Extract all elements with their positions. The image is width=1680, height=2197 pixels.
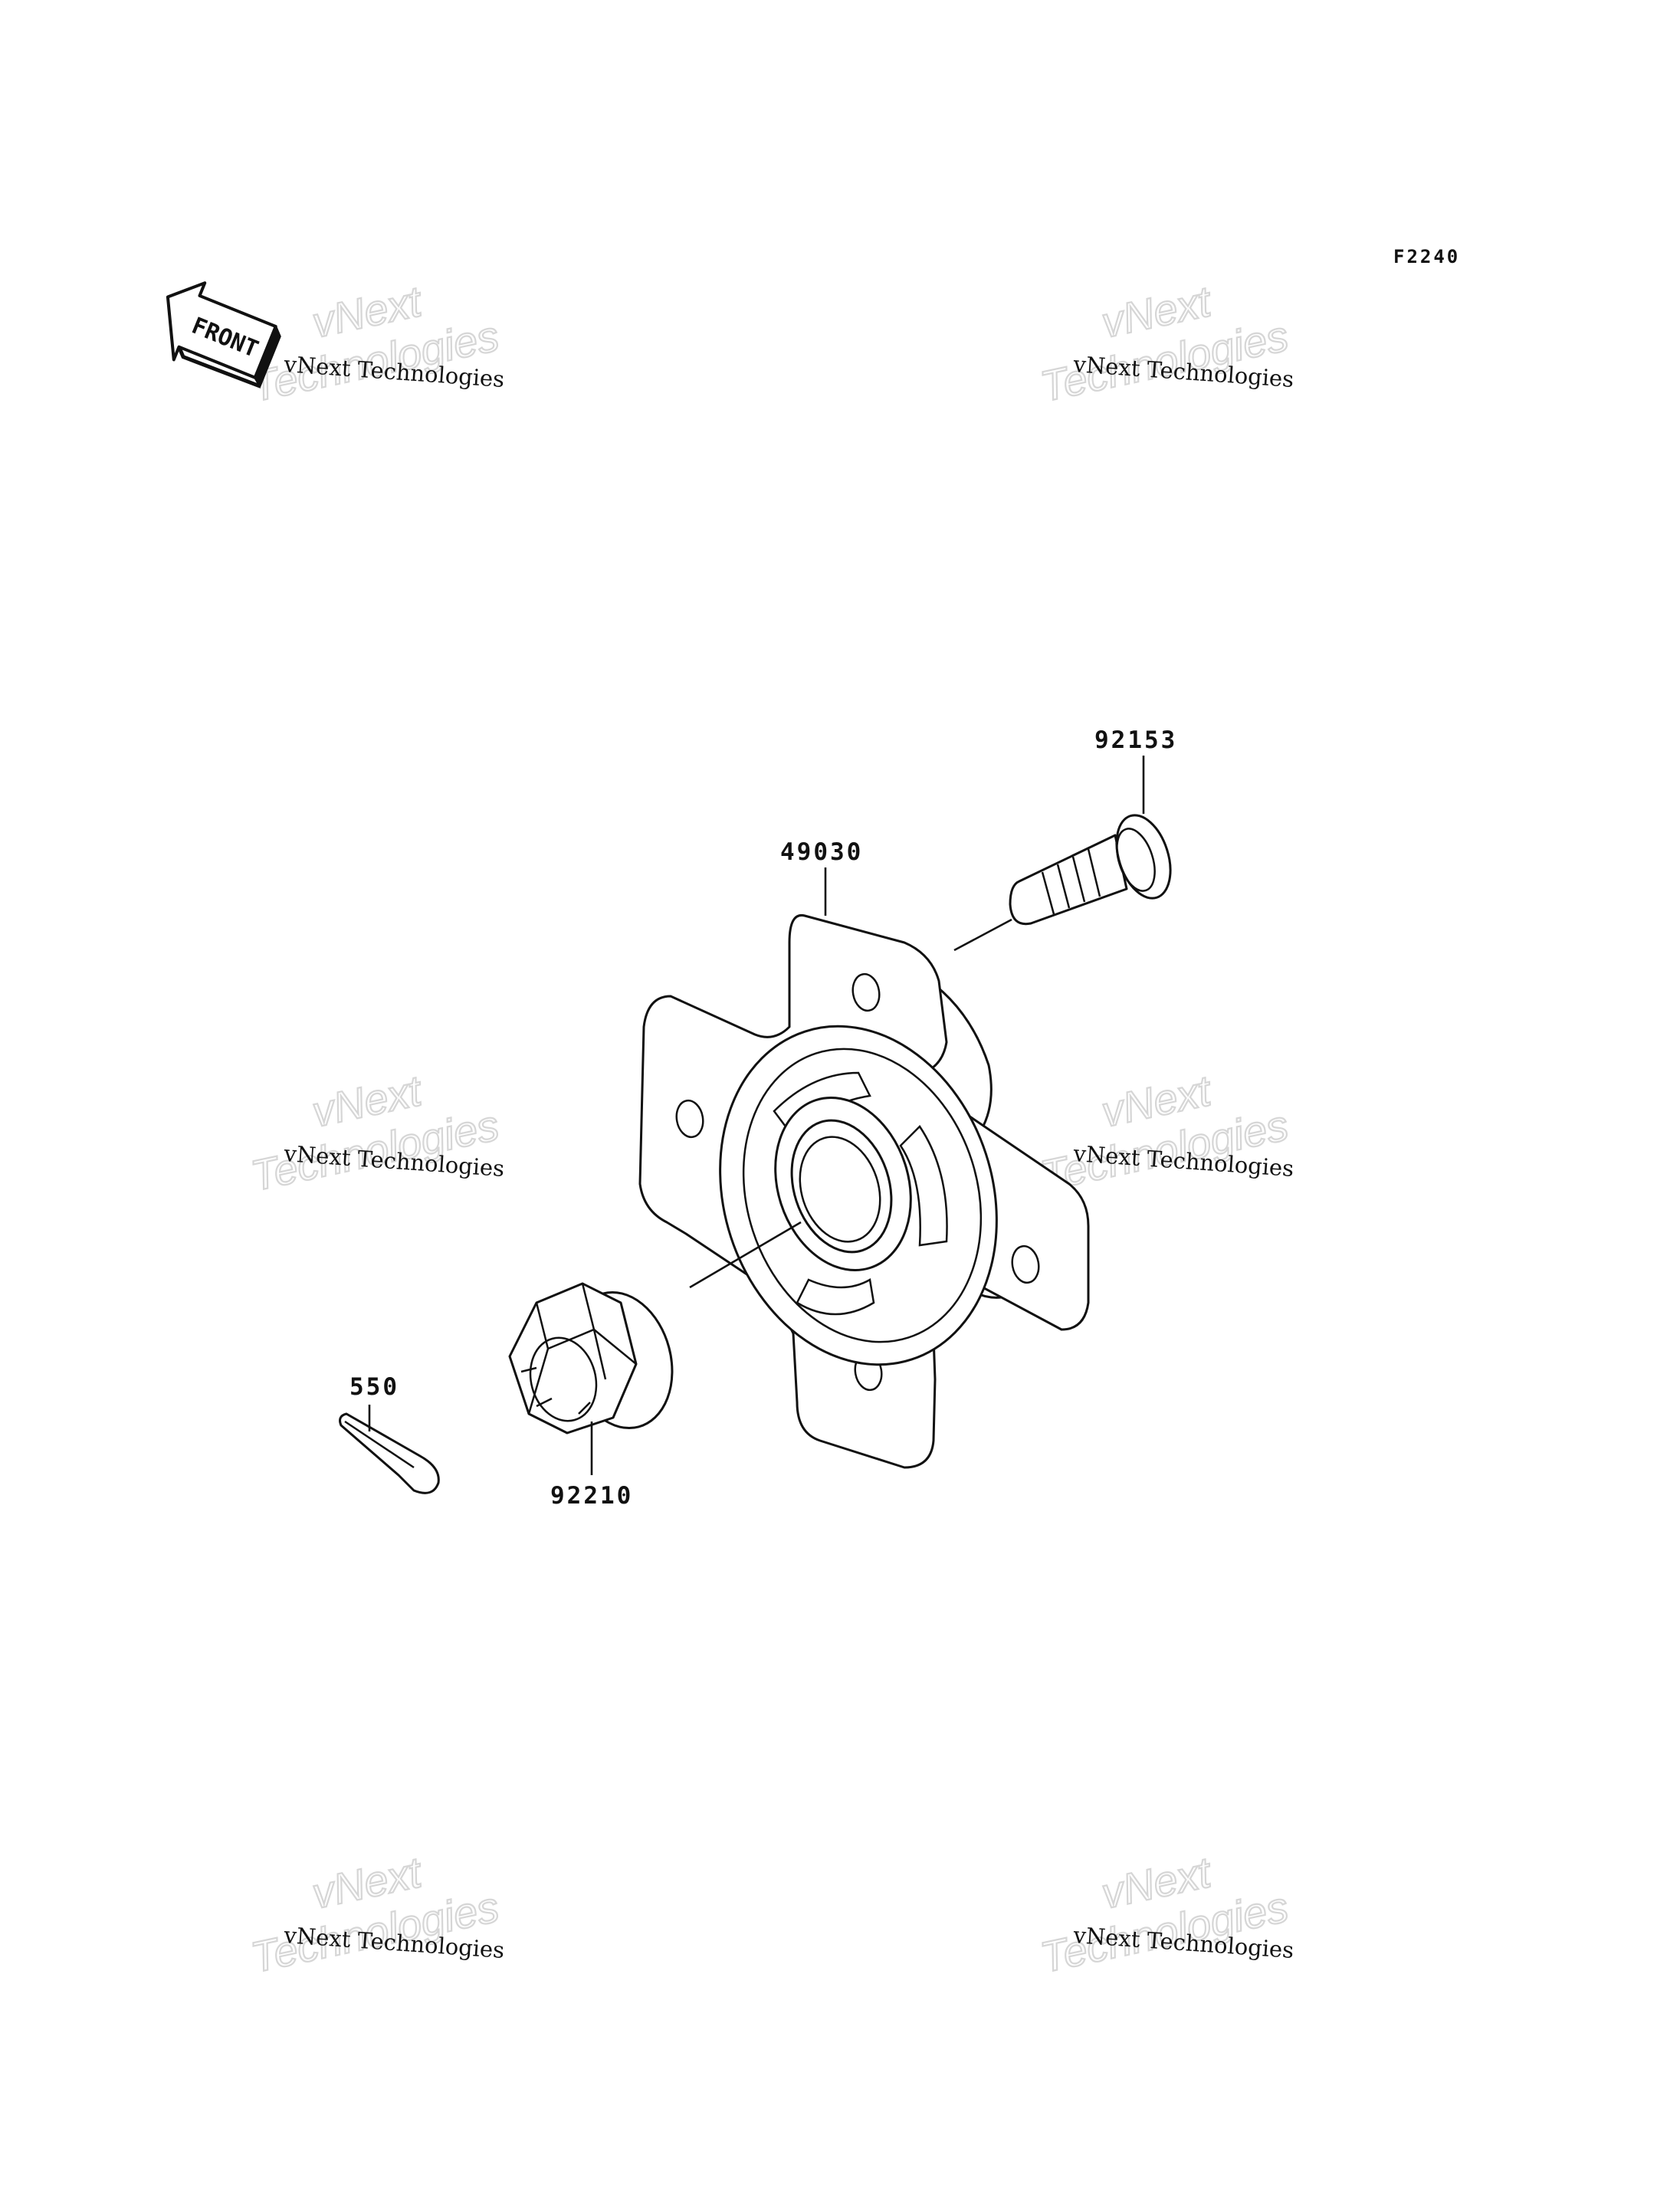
leader-bolt-axis bbox=[953, 918, 1012, 952]
part-label-49030: 49030 bbox=[780, 838, 863, 866]
part-label-550: 550 bbox=[349, 1373, 399, 1401]
watermark-3: vNext Technologies vNext Technologies bbox=[246, 1065, 505, 1201]
cotter-pin-part bbox=[339, 1412, 440, 1494]
watermark-2: vNext Technologies vNext Technologies bbox=[1035, 276, 1294, 412]
part-label-92210: 92210 bbox=[550, 1482, 633, 1510]
hub-part bbox=[638, 913, 1090, 1469]
castle-nut-part bbox=[508, 1282, 674, 1435]
watermark-4: vNext Technologies vNext Technologies bbox=[1035, 1065, 1294, 1201]
watermark-6: vNext Technologies vNext Technologies bbox=[1035, 1847, 1294, 1982]
watermark-5: vNext Technologies vNext Technologies bbox=[246, 1847, 505, 1982]
diagram-code: F2240 bbox=[1393, 246, 1460, 267]
part-label-92153: 92153 bbox=[1094, 726, 1177, 754]
bolt-part bbox=[1009, 814, 1172, 926]
leader-hub-axis bbox=[689, 1221, 802, 1289]
front-arrow-icon: FRONT bbox=[166, 281, 281, 389]
